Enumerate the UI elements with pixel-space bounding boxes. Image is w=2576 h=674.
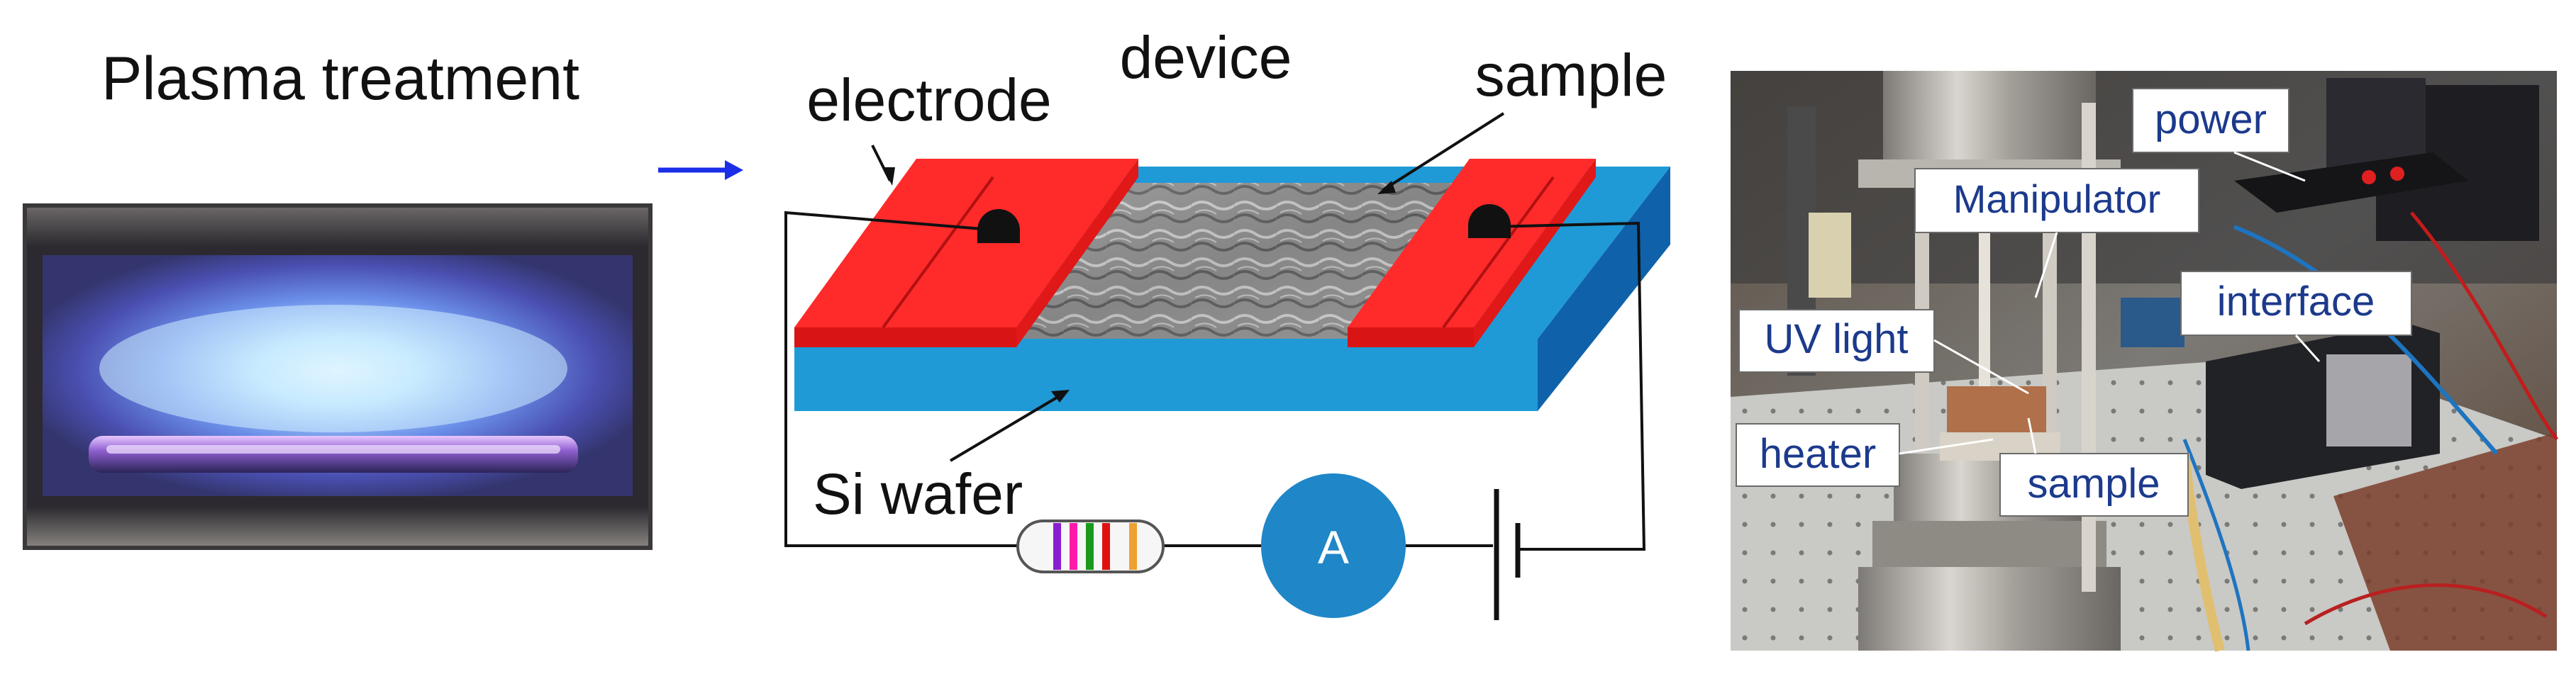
plasma-panel: Plasma treatment [23, 45, 653, 550]
svg-text:UV light: UV light [1764, 316, 1908, 362]
resistor-icon [1016, 519, 1165, 573]
right-electrode [1348, 159, 1596, 347]
photo-leader-lines [1899, 151, 2321, 455]
device-panel: device electrode sample [784, 24, 1670, 620]
right-arrow-icon [658, 160, 743, 180]
photo-label-uv-light: UV light [1738, 309, 1935, 373]
plasma-photo [23, 203, 653, 550]
photo-label-interface: interface [2180, 271, 2412, 336]
sample-film [996, 183, 1461, 339]
svg-text:interface: interface [2217, 279, 2375, 325]
photo-label-manipulator: Manipulator [1914, 168, 2199, 233]
device-title: device [1120, 24, 1292, 91]
battery-icon [1494, 489, 1521, 620]
sample-label: sample [1475, 42, 1667, 108]
plasma-title: Plasma treatment [101, 45, 579, 113]
svg-text:power: power [2155, 96, 2267, 142]
circuit-wires [784, 210, 1646, 551]
ammeter-icon: A [1261, 473, 1406, 618]
left-electrode [794, 159, 1138, 347]
svg-text:sample: sample [2028, 461, 2160, 507]
photo-label-heater: heater [1736, 423, 1900, 487]
ammeter-label: A [1318, 521, 1349, 573]
setup-photo-panel: power Manipulator interface UV light hea… [1731, 71, 2559, 652]
si-wafer-label: Si wafer [813, 462, 1023, 527]
svg-text:heater: heater [1760, 431, 1876, 477]
photo-label-power: power [2132, 88, 2289, 153]
electrode-label: electrode [806, 67, 1052, 133]
svg-text:Manipulator: Manipulator [1953, 176, 2161, 221]
photo-label-sample: sample [1999, 453, 2189, 517]
leader-arrowheads [882, 167, 1396, 403]
